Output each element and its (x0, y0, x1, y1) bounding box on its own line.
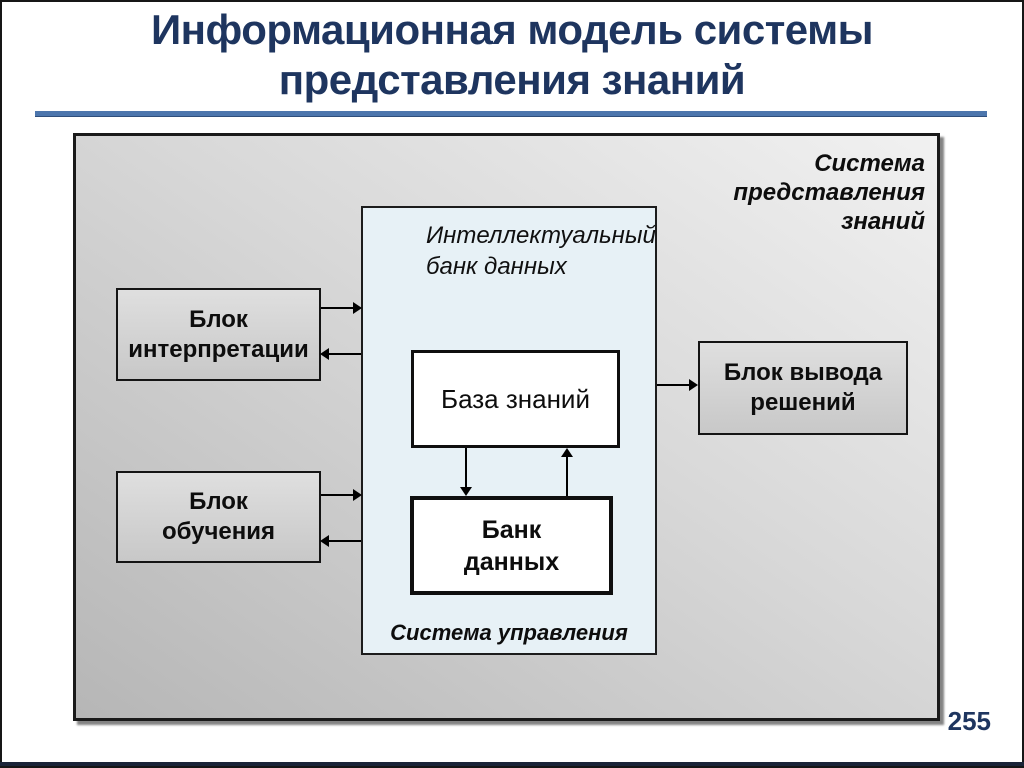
training-label: Блок обучения (161, 488, 276, 545)
arrow-training-to-bank (321, 489, 362, 501)
node-data-bank: Банк данных (410, 496, 613, 595)
slide-title: Информационная модель системы представле… (150, 6, 874, 103)
arrow-bank-to-interpretation (320, 348, 361, 360)
node-inference: Блок вывода решений (698, 341, 908, 435)
inference-label: Блок вывода решений (723, 359, 883, 416)
arrow-interpretation-to-bank (321, 302, 362, 314)
arrowhead-down-icon (460, 487, 472, 496)
bottom-accent-bar (0, 762, 1024, 766)
data-bank-label: Банк данных (463, 515, 560, 576)
arrow-bank-to-inference (657, 379, 698, 391)
page-number: 255 (947, 706, 991, 736)
title-underline (35, 111, 987, 117)
intellectual-bank-label: Интеллектуальный банк данных (426, 222, 656, 280)
arrow-bank-to-training (320, 535, 361, 547)
arrow-databank-to-knowledgebase (561, 448, 573, 496)
node-training: Блок обучения (116, 471, 321, 563)
arrowhead-left-icon (320, 535, 329, 547)
arrowhead-up-icon (561, 448, 573, 457)
system-representation-label: Система представления знаний (733, 150, 925, 235)
interpretation-label: Блок интерпретации (128, 305, 309, 363)
arrowhead-left-icon (320, 348, 329, 360)
control-system-label: Система управления (390, 620, 628, 645)
arrowhead-right-icon (353, 302, 362, 314)
knowledge-base-label: База знаний (441, 383, 590, 414)
node-interpretation: Блок интерпретации (116, 288, 321, 381)
node-knowledge-base: База знаний (411, 350, 620, 448)
arrowhead-right-icon (353, 489, 362, 501)
diagram-panel: Система представления знаний Интеллектуа… (73, 133, 940, 721)
arrowhead-right-icon (689, 379, 698, 391)
arrow-knowledgebase-to-databank (460, 448, 472, 496)
